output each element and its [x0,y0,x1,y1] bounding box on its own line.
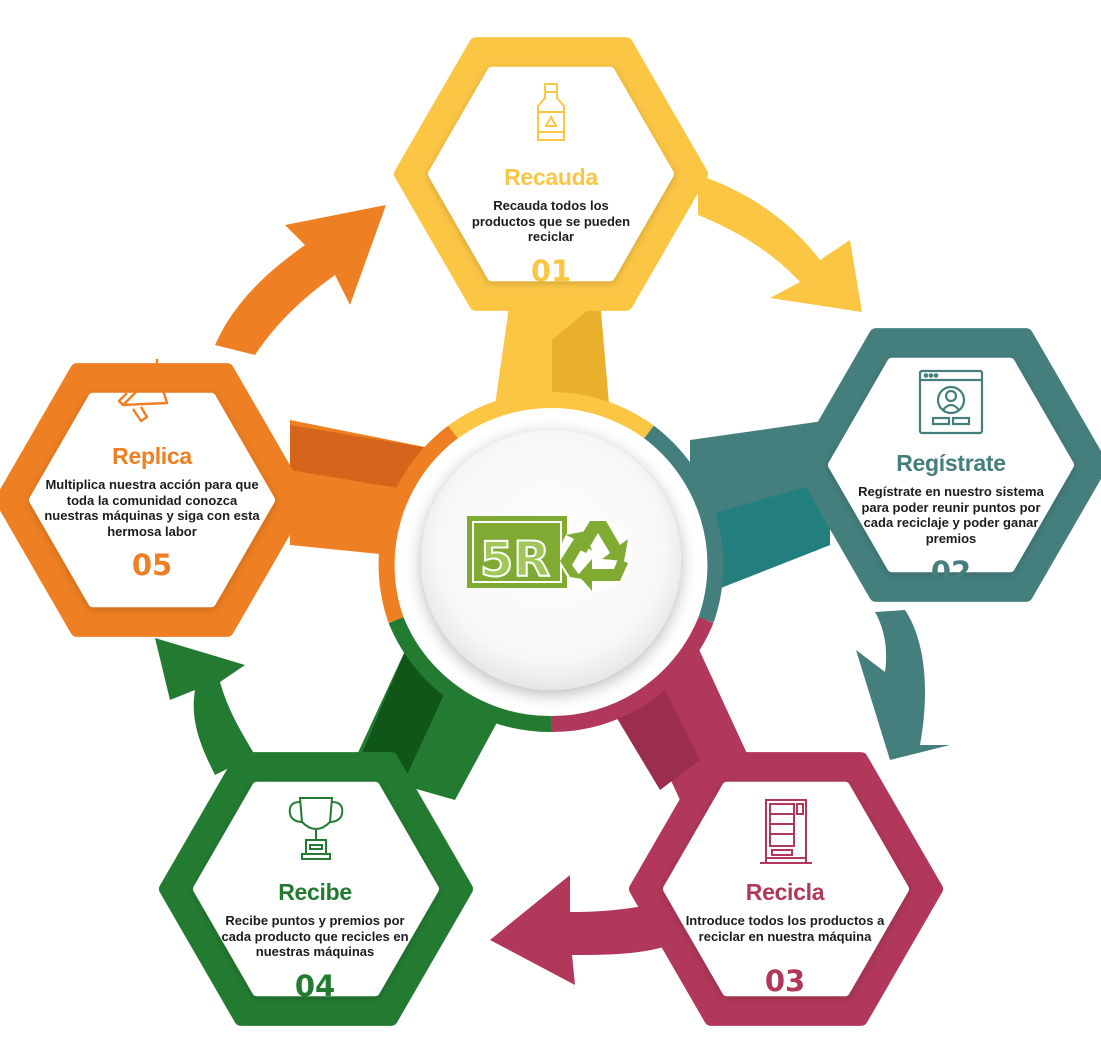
step-03-number: 03 [764,964,806,998]
cycle-arrows [155,175,950,985]
step-02-description: Regístrate en nuestro sistema para poder… [858,484,1044,546]
ring-segment-03 [550,616,714,733]
step-01-description: Recauda todos los productos que se puede… [471,198,631,244]
arrow-01-to-02 [698,175,862,312]
user-profile-icon [918,369,984,435]
step-04-card: Recibe Recibe puntos y premios por cada … [205,873,425,1003]
arrow-03-to-04 [490,875,670,985]
ring-segment-04 [388,616,552,733]
logo-badge [467,516,567,588]
arrow-02-to-03 [856,610,950,760]
hexagon-02-inner [828,357,1074,573]
step-02-card: Regístrate Regístrate en nuestro sistema… [841,444,1061,589]
step-01-title: Recauda [504,164,598,190]
ring-segment-02 [644,425,724,623]
connector-02-shade [690,480,830,600]
vending-machine-icon [760,799,812,864]
step-01-number: 01 [530,253,572,288]
step-04-description: Recibe puntos y premios por cada product… [221,913,409,959]
ring-segment-05 [378,425,458,623]
bottle-icon [537,83,565,141]
hexagon-03-inner [663,781,909,997]
step-05-card: Replica Multiplica nuestra acción para q… [41,437,263,582]
step-05-number: 05 [131,548,173,582]
ring-segment-01 [448,391,654,439]
step-04-title: Recibe [278,879,352,905]
step-02-title: Regístrate [896,450,1006,476]
trophy-icon [288,797,344,860]
step-05-description: Multiplica nuestra acción para que toda … [44,477,260,539]
step-02-number: 02 [930,555,972,589]
arrow-05-to-01 [215,205,386,355]
logo-text: 5R [480,532,550,588]
step-04-number: 04 [294,968,336,1003]
step-05-title: Replica [112,443,192,469]
step-03-card: Recicla Introduce todos los productos a … [675,873,895,998]
arrow-04-to-05 [155,638,255,775]
step-01-card: Recauda Recauda todos los productos que … [441,158,661,288]
hexagon-04-inner [193,781,439,997]
logo-5r: 5R [467,516,632,591]
hexagons [0,37,1101,1026]
hexagon-05-inner [29,392,275,608]
hexagon-01-inner [428,66,674,282]
recycle-icon [560,519,632,591]
step-03-title: Recicla [745,879,825,905]
megaphone-icon [117,359,178,423]
step-03-description: Introduce todos los productos a reciclar… [685,913,885,944]
